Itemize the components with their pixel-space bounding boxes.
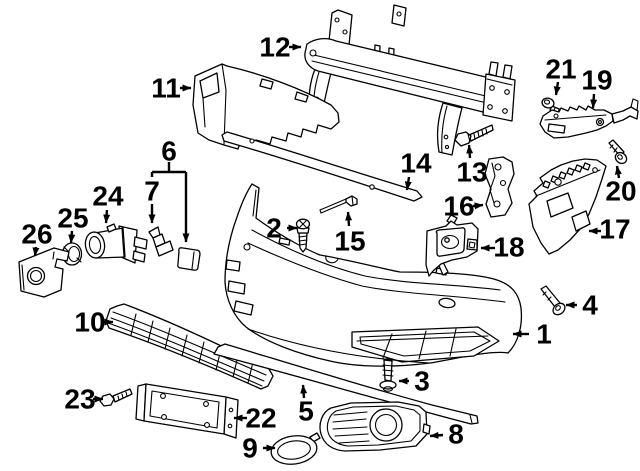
callout-4[interactable]: 4: [565, 290, 598, 321]
callout-number: 20: [605, 176, 636, 207]
callout-number: 7: [144, 176, 160, 207]
part-15-rod: [319, 195, 358, 214]
callout-number: 24: [92, 181, 124, 212]
callout-22[interactable]: 22: [233, 403, 277, 434]
callout-number: 15: [334, 226, 365, 257]
callout-number: 18: [493, 232, 524, 263]
callout-number: 19: [581, 65, 612, 96]
callout-24[interactable]: 24: [92, 181, 124, 224]
part-7-clip: [148, 226, 174, 257]
callout-25[interactable]: 25: [57, 203, 89, 244]
part-22-license-bracket: [135, 383, 239, 439]
callout-7[interactable]: 7: [144, 176, 160, 224]
callout-arrow: [32, 246, 40, 257]
callout-26[interactable]: 26: [21, 219, 53, 257]
callout-number: 25: [57, 203, 88, 234]
callout-arrow: [68, 230, 76, 244]
callout-number: 23: [64, 384, 95, 415]
callout-number: 17: [599, 214, 630, 245]
callout-8[interactable]: 8: [429, 419, 464, 450]
part-9-trim-ring: [270, 432, 321, 465]
part-8-fog-lamp-grille: [319, 401, 431, 452]
callout-number: 11: [151, 73, 181, 104]
callout-23[interactable]: 23: [64, 384, 104, 415]
callout-arrow: [300, 384, 308, 399]
part-2-screw: [295, 218, 311, 253]
callout-18[interactable]: 18: [480, 232, 525, 263]
callout-number: 6: [161, 136, 177, 167]
callout-number: 21: [545, 54, 576, 85]
callout-5[interactable]: 5: [298, 384, 314, 427]
callout-6[interactable]: 6: [150, 136, 190, 243]
callout-20[interactable]: 20: [605, 165, 637, 207]
callout-arrow: [590, 93, 598, 109]
callout-number: 12: [259, 32, 290, 63]
part-18-bracket: [425, 214, 479, 277]
part-6-cover: [177, 247, 201, 271]
part-23-screw: [99, 388, 133, 407]
part-5-spoiler-strip: [213, 343, 479, 425]
callout-16[interactable]: 16: [443, 191, 484, 222]
callout-21[interactable]: 21: [545, 54, 577, 96]
callout-arrow: [614, 165, 622, 179]
part-19-headlamp-bracket: [539, 98, 639, 139]
callout-15[interactable]: 15: [334, 211, 366, 257]
part-14-trim-strip: [221, 131, 423, 202]
callout-number: 13: [456, 157, 487, 188]
callout-arrow: [404, 176, 412, 191]
part-13-bolt: [454, 124, 494, 147]
callout-number: 9: [242, 433, 258, 464]
callout-14[interactable]: 14: [400, 148, 432, 191]
callout-number: 1: [536, 319, 552, 350]
callout-number: 10: [74, 307, 105, 338]
callout-number: 16: [443, 191, 474, 222]
part-16-bracket: [484, 156, 515, 218]
callout-number: 26: [21, 219, 52, 250]
callout-9[interactable]: 9: [242, 433, 276, 464]
callout-number: 14: [400, 148, 432, 179]
callout-number: 8: [448, 419, 464, 450]
part-10-lower-grille: [105, 303, 274, 390]
part-4-screw: [540, 285, 566, 316]
callout-2[interactable]: 2: [266, 213, 298, 244]
callout-12[interactable]: 12: [259, 32, 302, 63]
callout-arrow: [472, 202, 484, 210]
callout-number: 22: [245, 403, 276, 434]
callout-19[interactable]: 19: [581, 65, 613, 109]
part-24-parking-sensor: [84, 223, 148, 264]
callout-17[interactable]: 17: [588, 214, 631, 245]
part-26-sensor-holder: [18, 247, 70, 298]
callout-arrow: [466, 144, 474, 159]
callout-1[interactable]: 1: [512, 319, 552, 350]
callout-number: 5: [298, 396, 314, 427]
callout-arrow: [429, 431, 444, 439]
callout-3[interactable]: 3: [398, 366, 430, 397]
part-1-bumper-cover: [224, 183, 523, 367]
callout-arrow: [345, 211, 353, 227]
callout-arrow: [553, 81, 561, 96]
callout-11[interactable]: 11: [151, 73, 192, 104]
part-3-expansion-rivet: [379, 358, 397, 392]
callout-13[interactable]: 13: [456, 144, 488, 188]
callout-10[interactable]: 10: [74, 307, 114, 338]
callout-arrow: [103, 209, 111, 224]
callout-number: 4: [582, 290, 598, 321]
part-20-screw: [608, 139, 628, 165]
part-17-side-bracket: [528, 158, 607, 255]
callout-number: 2: [266, 213, 282, 244]
callout-number: 3: [414, 366, 430, 397]
